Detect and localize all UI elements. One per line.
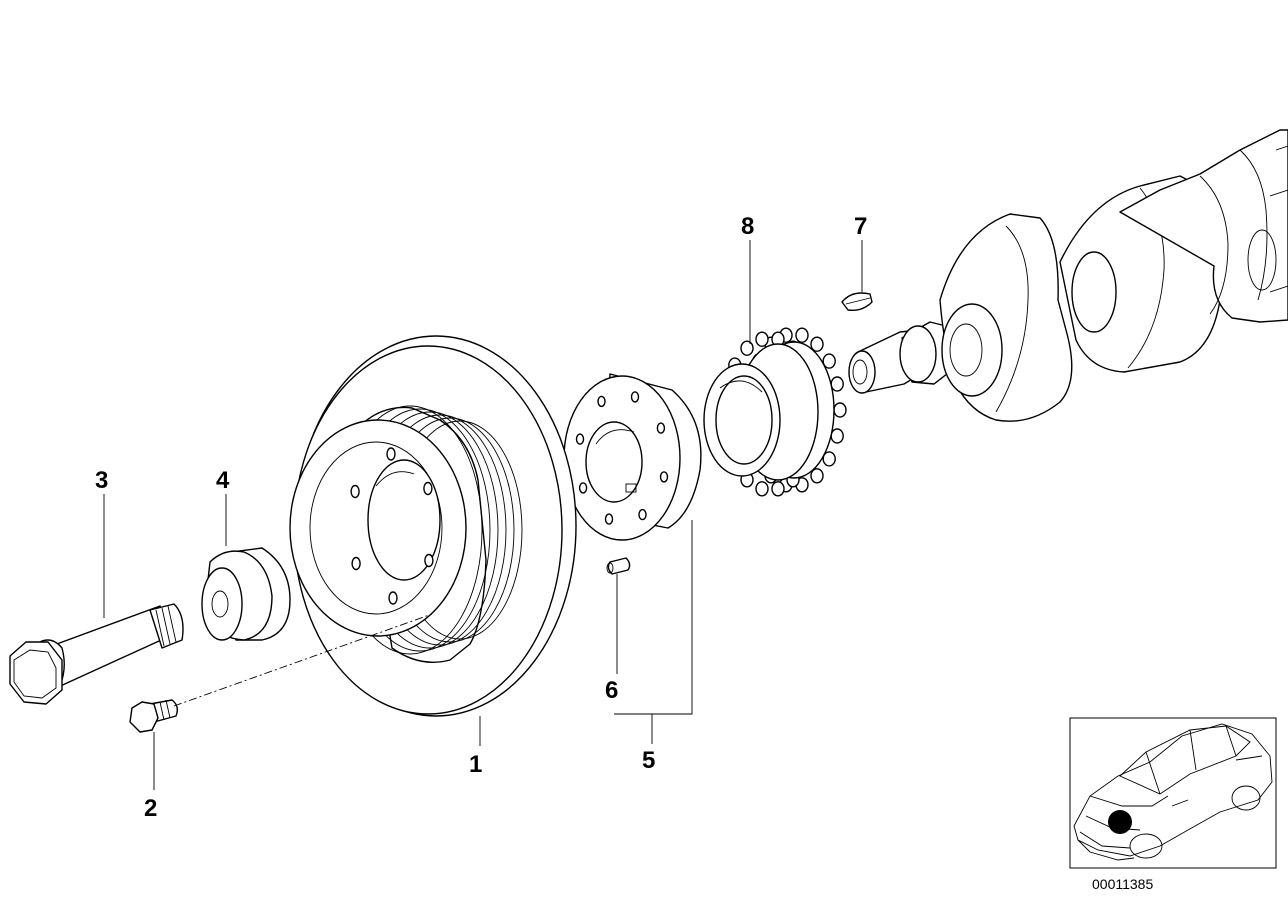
- callout-5: 5: [642, 747, 655, 774]
- woodruff-key: [841, 292, 873, 312]
- callout-1: 1: [469, 751, 482, 778]
- crankshaft: [848, 129, 1288, 422]
- crankshaft-sprocket: [703, 327, 847, 497]
- diagram-id: 00011385: [1092, 876, 1153, 892]
- callout-4: 4: [216, 467, 230, 494]
- callout-2: 2: [144, 795, 157, 822]
- callout-8: 8: [741, 213, 754, 240]
- hub: [563, 373, 702, 541]
- callout-3: 3: [95, 467, 108, 494]
- leader-lines: [103, 240, 863, 790]
- callout-6: 6: [605, 677, 618, 704]
- damper-bolt: [129, 699, 179, 733]
- dowel-pin: [606, 557, 631, 575]
- callout-7: 7: [854, 213, 867, 240]
- vibration-damper: [289, 335, 577, 717]
- location-marker: [1108, 810, 1132, 834]
- alignment-line: [173, 613, 433, 707]
- central-bolt: [9, 603, 184, 705]
- vehicle-locator-inset: [1069, 717, 1277, 869]
- spacer-sleeve: [201, 547, 291, 641]
